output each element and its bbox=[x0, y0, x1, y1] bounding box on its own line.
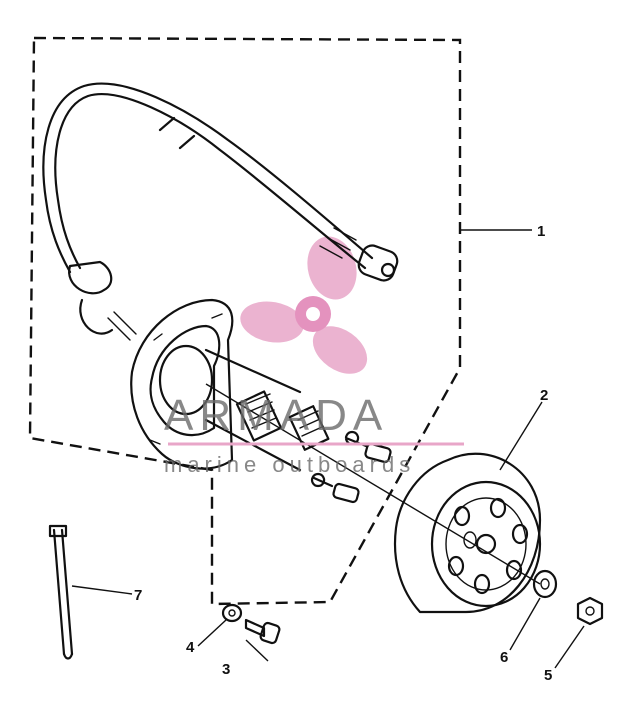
nut-5 bbox=[576, 596, 604, 626]
cable-tie-7 bbox=[48, 524, 74, 660]
wire-harness bbox=[42, 82, 399, 341]
callout-1: 1 bbox=[537, 223, 545, 240]
washer-6 bbox=[532, 569, 558, 599]
callout-6: 6 bbox=[500, 649, 508, 666]
assembly-boundary-dashed bbox=[28, 36, 462, 606]
callout-3: 3 bbox=[222, 661, 230, 678]
callout-7: 7 bbox=[134, 587, 142, 604]
watermark-brand: ARMADA bbox=[164, 391, 388, 440]
flywheel-rotor bbox=[393, 452, 542, 614]
callout-5: 5 bbox=[544, 667, 552, 684]
callout-2: 2 bbox=[540, 387, 548, 404]
stator-plate bbox=[130, 298, 392, 504]
watermark-tagline: marine outboards bbox=[164, 452, 415, 477]
callout-4: 4 bbox=[186, 639, 195, 656]
leader-lines bbox=[71, 229, 585, 669]
bolt-3 bbox=[244, 618, 281, 645]
washer-4 bbox=[221, 603, 243, 623]
propeller-logo-icon bbox=[240, 236, 368, 374]
